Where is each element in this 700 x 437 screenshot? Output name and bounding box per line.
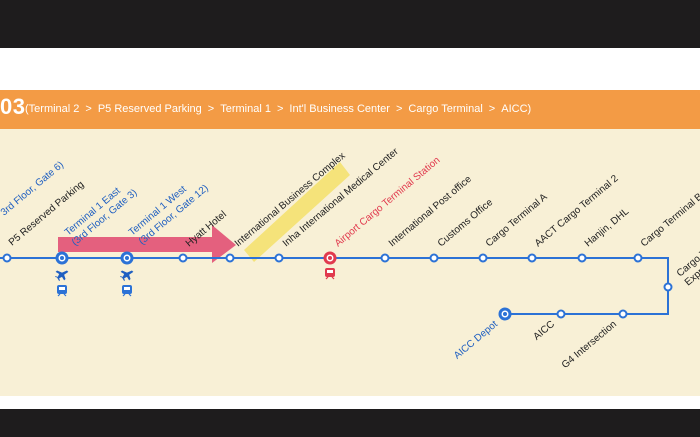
bottom-white-strip: [0, 396, 700, 409]
station-marker[interactable]: [478, 253, 488, 263]
route-path: (Terminal 2 > P5 Reserved Parking > Terminal…: [25, 103, 531, 115]
station-label: Hanjin, DHL: [583, 206, 632, 249]
station-marker-center: [503, 312, 507, 316]
station-label-cargo: Airport Cargo Terminal Station: [333, 155, 443, 249]
top-white-strip: [0, 48, 700, 90]
airplane-icon: [54, 270, 69, 282]
station-marker[interactable]: [274, 253, 284, 263]
station-marker-center: [125, 256, 129, 260]
train-icon: [57, 285, 67, 297]
route-separator: >: [276, 103, 284, 115]
route-separator: >: [85, 103, 92, 115]
route-separator: >: [488, 103, 496, 115]
route-stop: Terminal 1: [220, 103, 271, 115]
train-icon: [325, 268, 335, 280]
station-label: Cargo Terminal B: [639, 191, 700, 249]
route-number: 03: [0, 94, 26, 119]
station-marker[interactable]: [380, 253, 390, 263]
route-header: 03 (Terminal 2 > P5 Reserved Parking > Termi…: [0, 90, 700, 129]
train-icon: [122, 285, 132, 297]
route-stop: AICC): [501, 103, 532, 115]
route-stop: P5 Reserved Parking: [97, 103, 202, 115]
station-marker[interactable]: [178, 253, 188, 263]
station-marker[interactable]: [577, 253, 587, 263]
route-stop: Cargo Terminal: [408, 103, 483, 115]
station-marker[interactable]: [527, 253, 537, 263]
station-label: AICC Depot: [452, 319, 500, 362]
station-marker[interactable]: [556, 309, 566, 319]
route-separator: >: [395, 103, 403, 115]
station-label: AICC: [532, 319, 557, 343]
route-separator: >: [207, 103, 215, 115]
highlight-bar: [244, 162, 350, 262]
bottom-dark-bar: [0, 409, 700, 437]
route-line: [0, 257, 669, 315]
route-map: 3rd Floor, Gate 6) P5 Reserved Parking T…: [0, 146, 700, 371]
station-marker-center: [60, 256, 64, 260]
station-marker[interactable]: [225, 253, 235, 263]
station-marker[interactable]: [429, 253, 439, 263]
airplane-icon: [119, 270, 134, 282]
station-marker[interactable]: [663, 282, 673, 292]
station-marker[interactable]: [2, 253, 12, 263]
station-label: AACT Cargo Terminal 2: [533, 173, 621, 249]
station-marker-center: [328, 256, 332, 260]
highlight-arrow: [58, 225, 236, 263]
top-dark-bar: [0, 0, 700, 48]
route-map-background: [0, 129, 700, 396]
station-label: G4 Intersection: [560, 319, 619, 371]
station-marker[interactable]: [618, 309, 628, 319]
route-stop: Int'l Business Center: [289, 103, 390, 115]
route-stop: (Terminal 2: [25, 103, 80, 115]
station-marker[interactable]: [633, 253, 643, 263]
